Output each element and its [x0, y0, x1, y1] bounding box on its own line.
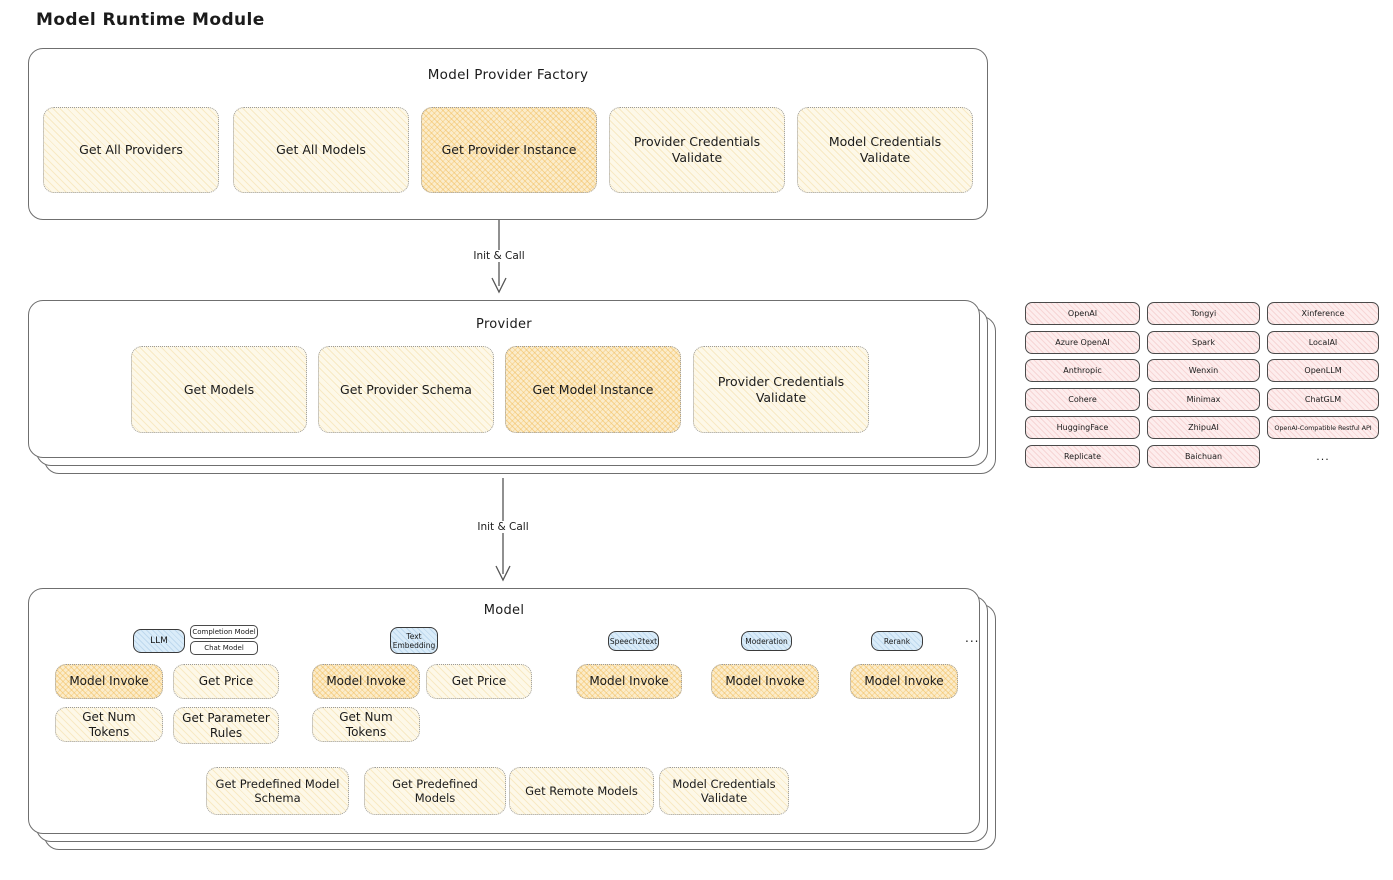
- method-provider-credentials-validate-2: Provider Credentials Validate: [693, 346, 869, 433]
- method-get-all-providers: Get All Providers: [43, 107, 219, 193]
- provider-chip-anthropic: Anthropic: [1025, 359, 1140, 382]
- provider-container: Provider Get Models Get Provider Schema …: [28, 300, 980, 458]
- method-model-invoke-rerank: Model Invoke: [850, 664, 958, 699]
- model-types-more: ...: [965, 631, 980, 645]
- method-get-all-models: Get All Models: [233, 107, 409, 193]
- provider-chip-xinference: Xinference: [1267, 302, 1379, 325]
- provider-chip-spark: Spark: [1147, 330, 1260, 354]
- provider-chip-openllm: OpenLLM: [1267, 359, 1379, 382]
- provider-chip-zhipuai: ZhipuAI: [1147, 416, 1260, 439]
- diagram-title: Model Runtime Module: [36, 10, 265, 30]
- method-get-predefined-models: Get Predefined Models: [364, 767, 506, 815]
- type-speech2text: Speech2text: [608, 631, 659, 651]
- provider-chip-minimax: Minimax: [1147, 387, 1260, 411]
- provider-title: Provider: [476, 317, 532, 332]
- type-text-embedding: Text Embedding: [390, 627, 438, 654]
- provider-chip-tongyi: Tongyi: [1147, 302, 1260, 325]
- method-get-predefined-model-schema: Get Predefined Model Schema: [206, 767, 349, 815]
- method-get-price-text-embedding: Get Price: [426, 664, 532, 699]
- factory-title: Model Provider Factory: [427, 67, 589, 83]
- arrow2-label: Init & Call: [453, 521, 553, 533]
- type-chat-model: Chat Model: [190, 641, 258, 655]
- provider-chip-localai: LocalAI: [1267, 330, 1379, 354]
- type-rerank: Rerank: [871, 631, 923, 651]
- method-model-credentials-validate: Model Credentials Validate: [797, 107, 973, 193]
- provider-chip-azure-openai: Azure OpenAI: [1025, 330, 1140, 354]
- arrow1-label: Init & Call: [449, 250, 549, 262]
- provider-chip-openai-compatible: OpenAI-Compatible Restful API: [1267, 416, 1379, 439]
- factory-container: Model Provider Factory Get All Providers…: [28, 48, 988, 220]
- model-container: Model LLM Completion Model Chat Model Te…: [28, 588, 980, 834]
- model-title: Model: [483, 603, 525, 618]
- provider-chip-wenxin: Wenxin: [1147, 359, 1260, 382]
- method-provider-credentials-validate: Provider Credentials Validate: [609, 107, 785, 193]
- method-get-price-llm: Get Price: [173, 664, 279, 699]
- provider-chip-baichuan: Baichuan: [1147, 444, 1260, 468]
- method-get-model-instance: Get Model Instance: [505, 346, 681, 433]
- method-model-credentials-validate-2: Model Credentials Validate: [659, 767, 789, 815]
- method-model-invoke-moderation: Model Invoke: [711, 664, 819, 699]
- type-moderation: Moderation: [741, 631, 792, 651]
- provider-list: OpenAI Tongyi Xinference Azure OpenAI Sp…: [1025, 302, 1379, 468]
- method-get-num-tokens-llm: Get Num Tokens: [55, 707, 163, 742]
- method-get-parameter-rules: Get Parameter Rules: [173, 707, 279, 744]
- method-get-num-tokens-text-embedding: Get Num Tokens: [312, 707, 420, 742]
- method-get-models: Get Models: [131, 346, 307, 433]
- method-get-remote-models: Get Remote Models: [509, 767, 654, 815]
- method-get-provider-schema: Get Provider Schema: [318, 346, 494, 433]
- provider-chip-chatglm: ChatGLM: [1267, 387, 1379, 411]
- provider-chip-openai: OpenAI: [1025, 302, 1140, 325]
- method-get-provider-instance: Get Provider Instance: [421, 107, 597, 193]
- type-llm: LLM: [133, 629, 185, 653]
- method-model-invoke-text-embedding: Model Invoke: [312, 664, 420, 699]
- provider-chip-cohere: Cohere: [1025, 387, 1140, 411]
- provider-chip-huggingface: HuggingFace: [1025, 416, 1140, 439]
- method-model-invoke-speech2text: Model Invoke: [576, 664, 682, 699]
- provider-chip-replicate: Replicate: [1025, 444, 1140, 468]
- method-model-invoke-llm: Model Invoke: [55, 664, 163, 699]
- provider-list-more: ...: [1316, 449, 1330, 463]
- type-completion-model: Completion Model: [190, 625, 258, 639]
